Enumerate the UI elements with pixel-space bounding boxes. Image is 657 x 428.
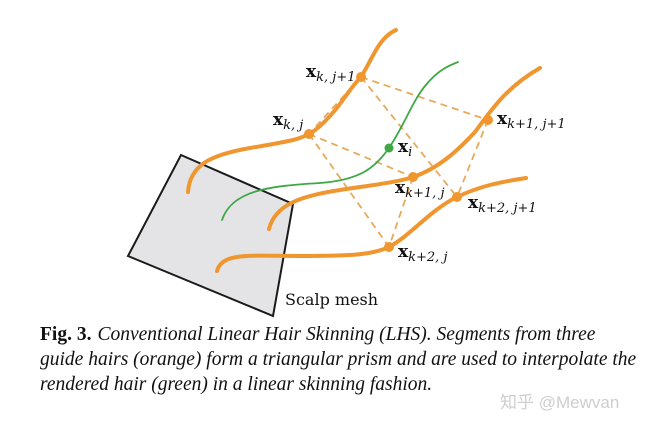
point-xkj1 <box>356 72 366 82</box>
label-xk2j1: xk+2, j+1 <box>468 193 537 216</box>
scalp-mesh-label: Scalp mesh <box>285 290 378 309</box>
label-xkj1: xk, j+1 <box>306 62 355 85</box>
rendered-hair <box>221 61 459 221</box>
triangular-prism-edges <box>308 76 489 248</box>
figure-caption: Fig. 3.Conventional Linear Hair Skinning… <box>40 322 640 397</box>
point-xk1j1 <box>483 115 493 125</box>
watermark: 知乎 @Mewvan <box>500 393 620 412</box>
label-xk2j: xk+2, j <box>398 242 447 265</box>
point-xk2j <box>384 242 394 252</box>
label-xkj: xk, j <box>273 110 303 133</box>
point-xk1j <box>408 172 418 182</box>
point-xk2j1 <box>452 192 462 202</box>
label-xk1j: xk+1, j <box>395 178 444 201</box>
guide-hair-k <box>186 28 398 194</box>
label-xk1j1: xk+1, j+1 <box>497 109 566 132</box>
svg-text:xi: xi <box>398 137 412 160</box>
point-xi <box>384 143 394 153</box>
label-xi: xi <box>398 137 412 160</box>
svg-text:xk+2, j+1: xk+2, j+1 <box>468 193 537 216</box>
scalp-mesh <box>126 153 295 318</box>
caption-text: Conventional Linear Hair Skinning (LHS).… <box>40 324 637 395</box>
svg-text:xk+1, j: xk+1, j <box>395 178 444 201</box>
svg-text:xk+2, j: xk+2, j <box>398 242 447 265</box>
svg-text:xk+1, j+1: xk+1, j+1 <box>497 109 566 132</box>
point-xkj <box>304 129 314 139</box>
svg-text:xk, j+1: xk, j+1 <box>306 62 355 85</box>
lhs-diagram: xk, j+1 xk, j xk+1, j+1 xi xk+1, j xk+2,… <box>126 28 566 318</box>
guide-points <box>304 72 493 252</box>
svg-text:xk, j: xk, j <box>273 110 303 133</box>
figure-number: Fig. 3. <box>40 324 92 345</box>
